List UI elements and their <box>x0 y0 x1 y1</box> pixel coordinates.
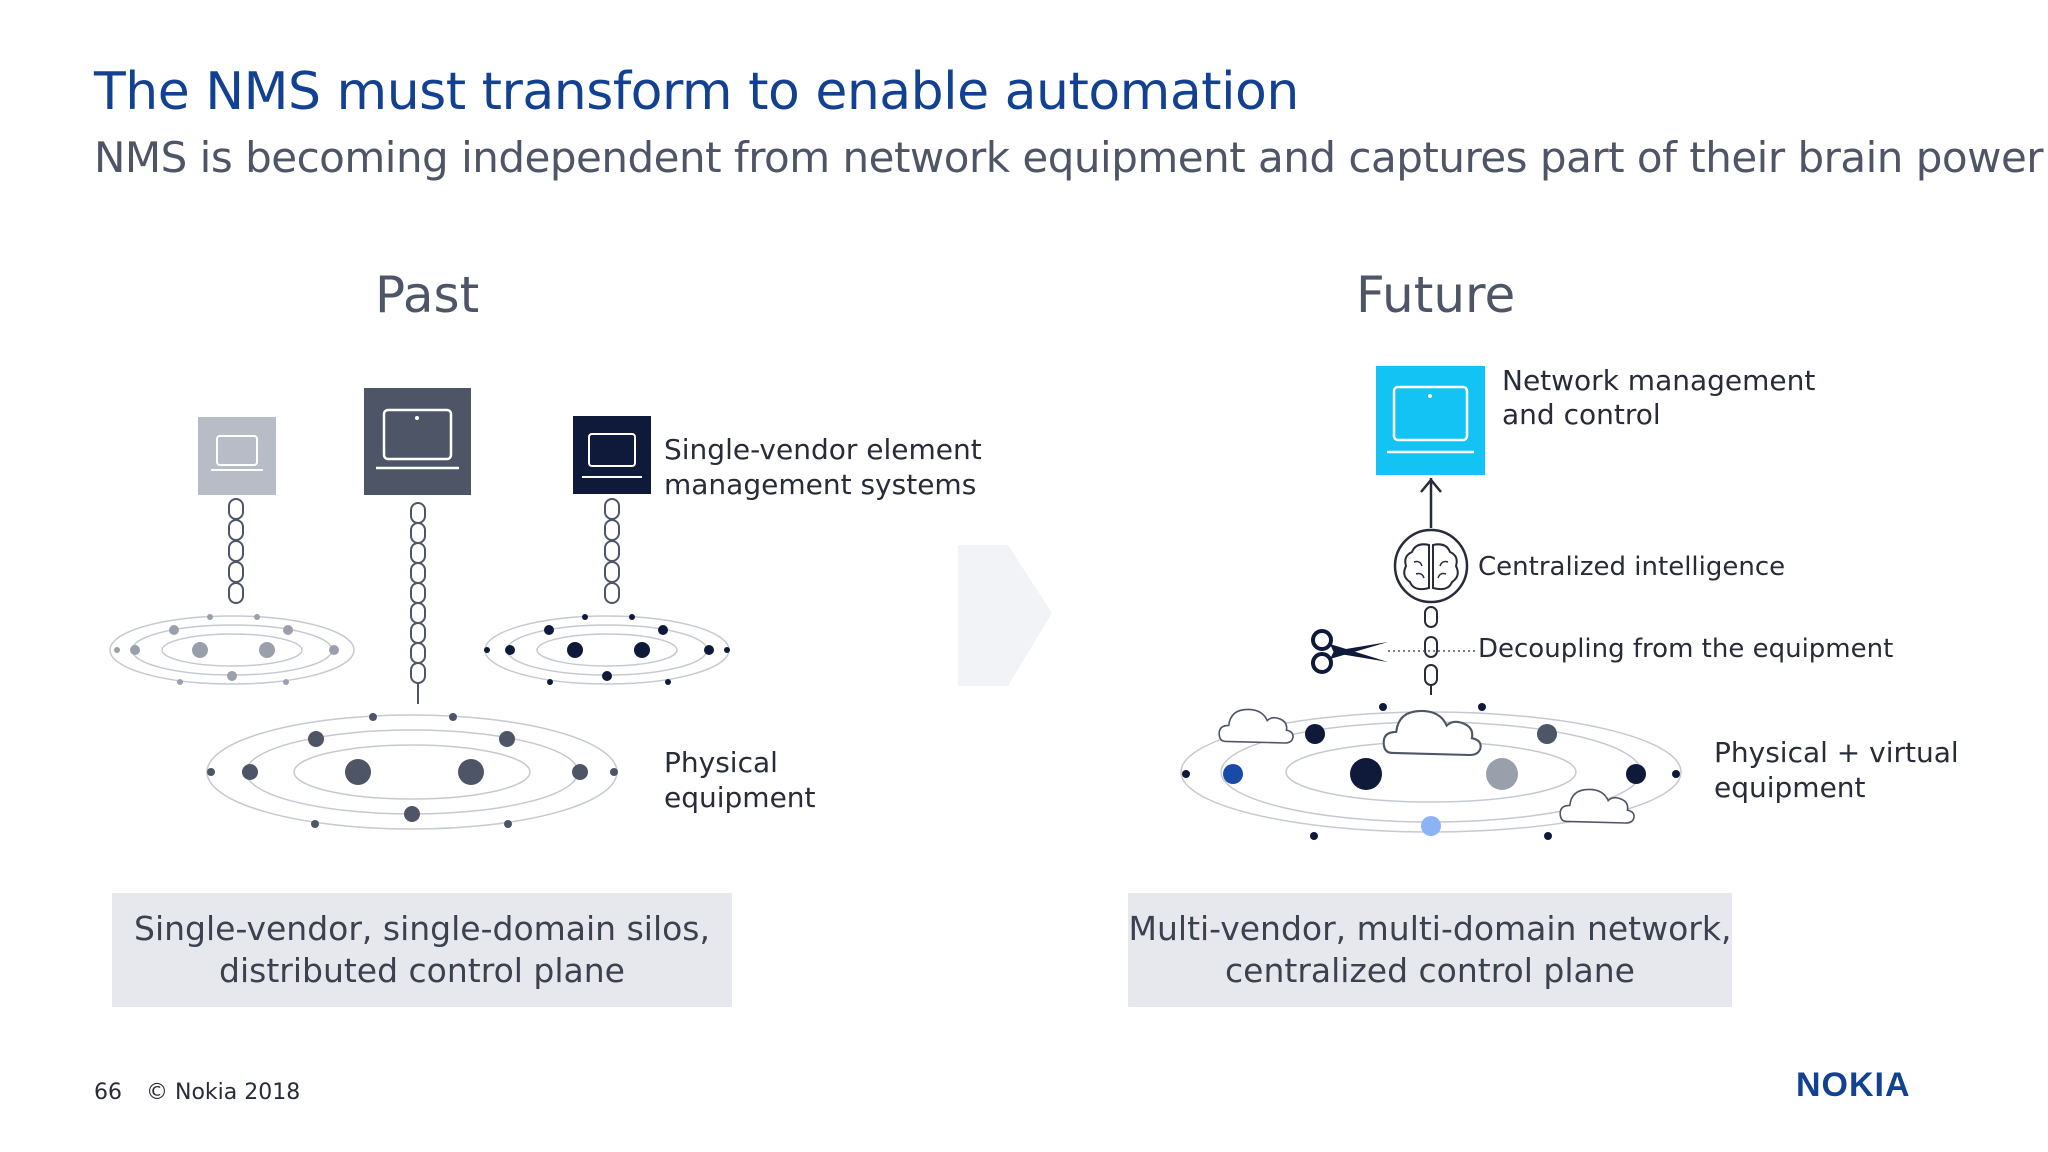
ems-monitor-light <box>198 417 276 495</box>
page-number: 66 <box>94 1080 122 1105</box>
ems-label-line2: management systems <box>664 468 977 501</box>
future-heading: Future <box>1356 266 1516 324</box>
chain-icon-left <box>228 498 244 604</box>
slide-subtitle: NMS is becoming independent from network… <box>94 133 2044 182</box>
orbit-navy <box>484 614 730 685</box>
ems-monitor-dark <box>573 416 651 494</box>
nms-label-line1: Network management <box>1502 364 1816 397</box>
brain-icon <box>1393 528 1469 604</box>
copyright: © Nokia 2018 <box>146 1080 301 1105</box>
orbit-light-grey <box>109 614 355 685</box>
nms-monitor <box>1376 366 1485 475</box>
future-summary-box: Multi-vendor, multi-domain network, cent… <box>1128 893 1732 1007</box>
chevron-right-icon <box>958 545 1052 686</box>
nokia-logo: NOKIA <box>1796 1066 1911 1104</box>
past-summary-line2: distributed control plane <box>219 951 625 990</box>
past-summary-box: Single-vendor, single-domain silos, dist… <box>112 893 732 1007</box>
cloud-icon <box>1218 708 1635 824</box>
future-equipment-label-line2: equipment <box>1714 771 1866 804</box>
future-summary-line2: centralized control plane <box>1225 951 1635 990</box>
decoupling-label: Decoupling from the equipment <box>1478 634 1894 664</box>
scissors-icon <box>1311 629 1388 674</box>
chain-link-icon <box>1424 606 1438 695</box>
slide-title: The NMS must transform to enable automat… <box>94 62 1299 122</box>
future-summary-line1: Multi-vendor, multi-domain network, <box>1128 909 1732 948</box>
arrow-up-icon <box>1420 478 1442 528</box>
ems-monitor-mid <box>364 388 471 495</box>
nms-label-line2: and control <box>1502 398 1661 431</box>
past-heading: Past <box>375 266 480 324</box>
past-summary-line1: Single-vendor, single-domain silos, <box>134 909 710 948</box>
ems-label-line1: Single-vendor element <box>664 433 982 466</box>
past-equipment-label-line2: equipment <box>664 781 816 814</box>
future-equipment-label-line1: Physical + virtual <box>1714 736 1959 769</box>
chain-icon-right <box>604 498 620 604</box>
chain-icon-middle <box>410 502 426 704</box>
intelligence-label: Centralized intelligence <box>1478 552 1786 582</box>
orbit-mid-grey <box>206 713 618 830</box>
past-equipment-label-line1: Physical <box>664 746 778 779</box>
